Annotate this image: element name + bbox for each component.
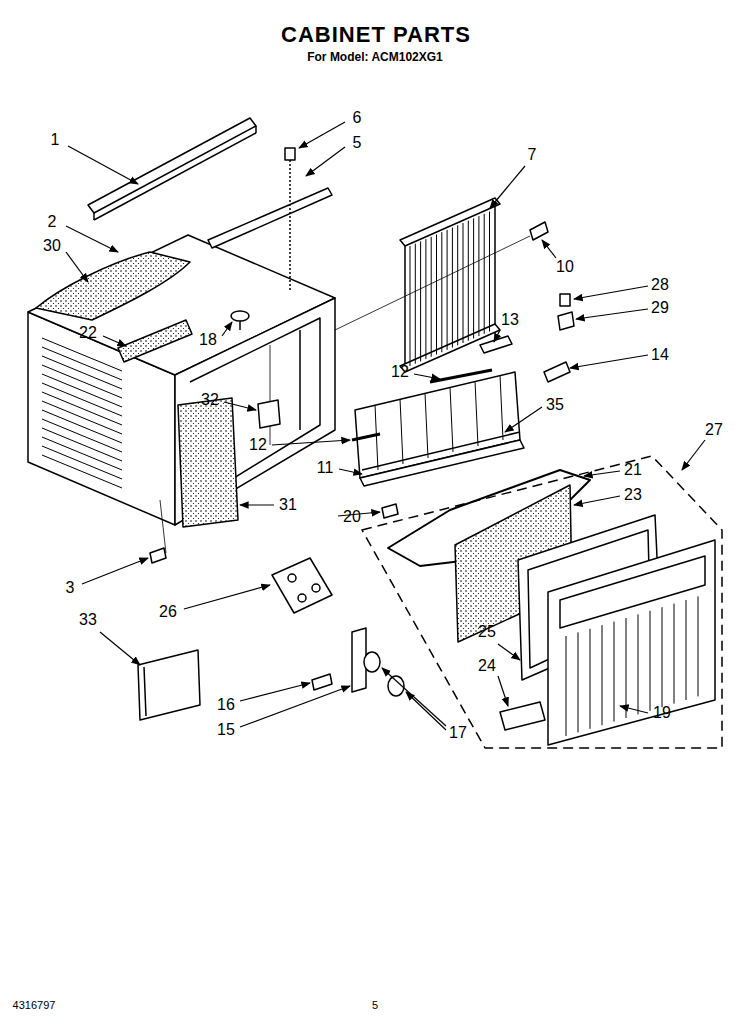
divider xyxy=(375,405,378,470)
foam-seal xyxy=(36,252,190,320)
grille-vane xyxy=(626,618,627,718)
callout-number: 1 xyxy=(51,132,60,148)
coil-fin xyxy=(420,241,421,361)
panel xyxy=(138,650,200,720)
coil-fin xyxy=(489,212,490,332)
callout-number: 14 xyxy=(651,347,669,363)
coil-fin xyxy=(447,230,448,350)
coil-fin xyxy=(468,221,469,341)
page-footer: 4316797 xyxy=(13,1000,56,1011)
grille-vane xyxy=(578,632,579,732)
coil-fin xyxy=(425,239,426,359)
callout-number: 18 xyxy=(199,332,217,348)
louver xyxy=(42,428,122,461)
louver xyxy=(42,374,122,407)
grille-vane xyxy=(638,614,639,714)
divider xyxy=(425,393,428,458)
louver xyxy=(42,365,122,398)
grille-vane xyxy=(566,636,567,736)
coil-fin xyxy=(473,218,474,338)
strip xyxy=(208,188,332,248)
louver xyxy=(42,401,122,434)
louver xyxy=(42,392,122,425)
page-title: CABINET PARTS xyxy=(0,22,752,48)
louver xyxy=(42,347,122,380)
callout-number: 25 xyxy=(478,624,496,640)
callout-number: 33 xyxy=(79,612,97,628)
louver xyxy=(42,410,122,443)
callout-number: 12 xyxy=(391,364,409,380)
coil-fin xyxy=(457,225,458,345)
callout-number: 12 xyxy=(249,437,267,453)
callout-number: 31 xyxy=(279,497,297,513)
callout-number: 10 xyxy=(556,259,574,275)
callout-number: 29 xyxy=(651,300,669,316)
coil-fin xyxy=(452,228,453,348)
louver xyxy=(42,356,122,389)
callout-number: 17 xyxy=(449,725,467,741)
page-footer: 5 xyxy=(372,1000,378,1011)
model-subtitle: For Model: ACM102XG1 xyxy=(307,51,443,63)
coil-fin xyxy=(410,246,411,366)
callout-number: 30 xyxy=(43,238,61,254)
callout-number: 2 xyxy=(48,214,57,230)
callout-number: 21 xyxy=(624,462,642,478)
callout-number: 6 xyxy=(353,110,362,126)
louver xyxy=(42,437,122,470)
callout-number: 23 xyxy=(624,487,642,503)
callout-number: 7 xyxy=(528,147,537,163)
grille-vane xyxy=(674,604,675,704)
callout-number: 28 xyxy=(651,277,669,293)
louver xyxy=(42,383,122,416)
louver xyxy=(42,338,122,371)
coil-fin xyxy=(463,223,464,343)
grille-vane xyxy=(614,622,615,722)
coil-fin xyxy=(484,214,485,334)
leader-lines xyxy=(66,122,705,730)
callout-number: 35 xyxy=(546,397,564,413)
grille-vane xyxy=(602,625,603,725)
callout-number: 26 xyxy=(159,604,177,620)
callout-number: 11 xyxy=(317,460,334,476)
coil-fin xyxy=(436,235,437,355)
louver xyxy=(42,446,122,479)
louver xyxy=(42,419,122,452)
callout-number: 5 xyxy=(353,135,362,151)
grille-vane xyxy=(686,600,687,700)
louver xyxy=(42,455,122,488)
grille-vane xyxy=(590,629,591,729)
front-grille xyxy=(548,540,715,745)
mount-bracket xyxy=(272,558,332,613)
group-outline xyxy=(362,456,722,748)
divider xyxy=(500,375,503,440)
coil-fin xyxy=(415,244,416,364)
coil-fin xyxy=(478,216,479,336)
divider xyxy=(475,381,478,446)
top-rail xyxy=(88,118,256,213)
callout-number: 16 xyxy=(217,697,235,713)
divider xyxy=(400,399,403,464)
divider xyxy=(450,387,453,452)
callout-number: 3 xyxy=(66,580,75,596)
callout-number: 15 xyxy=(217,722,235,738)
coil-fin xyxy=(431,237,432,357)
grille-vane xyxy=(650,611,651,711)
callout-number: 19 xyxy=(653,705,671,721)
callout-number: 27 xyxy=(705,422,723,438)
coil-fin xyxy=(441,232,442,352)
callout-number: 24 xyxy=(478,658,496,674)
callout-number: 20 xyxy=(343,509,361,525)
foam-panel xyxy=(178,398,238,527)
callout-number: 22 xyxy=(79,325,97,341)
grille-vane xyxy=(698,596,699,696)
callout-number: 32 xyxy=(201,392,219,408)
callout-number: 13 xyxy=(501,312,519,328)
grille-vane xyxy=(662,607,663,707)
